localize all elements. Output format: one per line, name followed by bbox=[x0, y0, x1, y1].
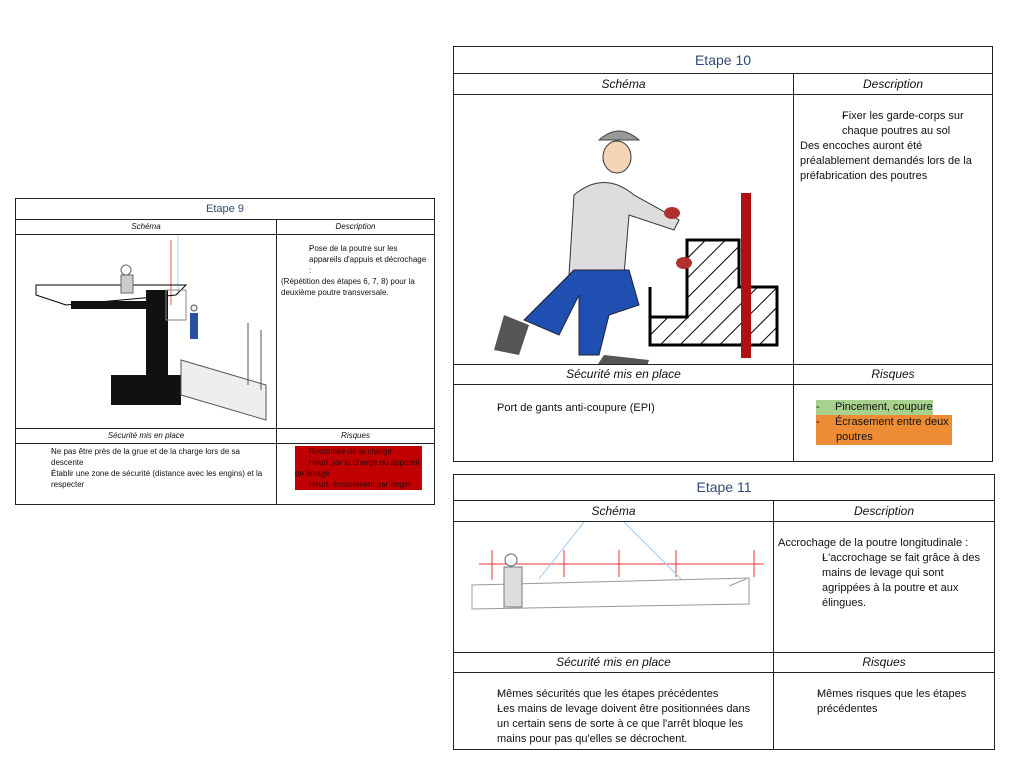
schema-header: Schéma bbox=[591, 504, 636, 518]
description-item: L'accrochage se fait grâce à des mains d… bbox=[802, 551, 990, 611]
risque-item: - Retombée de la charge bbox=[295, 446, 422, 457]
etape-11-table: Etape 11 Schéma Description Accrochage d bbox=[453, 474, 995, 750]
schema-header: Schéma bbox=[131, 222, 161, 231]
description-text: Accrochage de la poutre longitudinale : bbox=[778, 537, 969, 549]
description-item: Pose de la poutre sur les appareils d'ap… bbox=[309, 243, 430, 276]
description-header: Description bbox=[773, 501, 994, 521]
risque-item: - Pincement, coupure bbox=[816, 400, 933, 415]
etape-10-schema-image bbox=[454, 95, 793, 364]
schema-header: Schéma bbox=[601, 77, 646, 91]
securite-header: Sécurité mis en place bbox=[556, 655, 671, 669]
risque-item: - Écrasement entre deux poutres bbox=[816, 415, 952, 445]
securite-item: Port de gants anti-coupure (EPI) bbox=[479, 401, 793, 416]
description-item: Fixer les garde-corps sur chaque poutres… bbox=[822, 109, 986, 139]
risque-item: - Heurt par la charge ou appareil de lev… bbox=[295, 457, 422, 479]
description-text: Des encoches auront été préalablement de… bbox=[800, 140, 972, 182]
risque-item: Mêmes risques que les étapes précédentes bbox=[799, 687, 986, 717]
securite-item: Ne pas être près de la grue et de la cha… bbox=[36, 446, 266, 468]
risques-header: Risques bbox=[276, 429, 434, 443]
etape-11-title: Etape 11 bbox=[696, 479, 752, 495]
securite-item: Les mains de levage doivent être positio… bbox=[479, 702, 765, 747]
etape-10-table: Etape 10 Schéma Description Fixer les ga… bbox=[453, 46, 993, 462]
etape-10-title: Etape 10 bbox=[694, 52, 752, 68]
risques-header: Risques bbox=[773, 653, 994, 672]
etape-9-title: Etape 9 bbox=[206, 203, 244, 215]
etape-9-schema-image bbox=[16, 235, 276, 428]
description-header: Description bbox=[793, 74, 992, 94]
risques-header: Risques bbox=[793, 365, 992, 384]
risque-item: - Heurt, écrasement par engin bbox=[295, 479, 422, 490]
etape-11-schema-image bbox=[454, 522, 773, 652]
description-header: Description bbox=[276, 220, 434, 234]
securite-item: Établir une zone de sécurité (distance a… bbox=[36, 468, 266, 490]
securite-header: Sécurité mis en place bbox=[107, 431, 185, 440]
securite-item: Mêmes sécurités que les étapes précédent… bbox=[479, 687, 765, 702]
etape-9-table: Etape 9 Schéma Description bbox=[15, 198, 435, 505]
description-text: (Répétition des étapes 6, 7, 8) pour la … bbox=[281, 277, 415, 297]
securite-header: Sécurité mis en place bbox=[566, 367, 681, 381]
